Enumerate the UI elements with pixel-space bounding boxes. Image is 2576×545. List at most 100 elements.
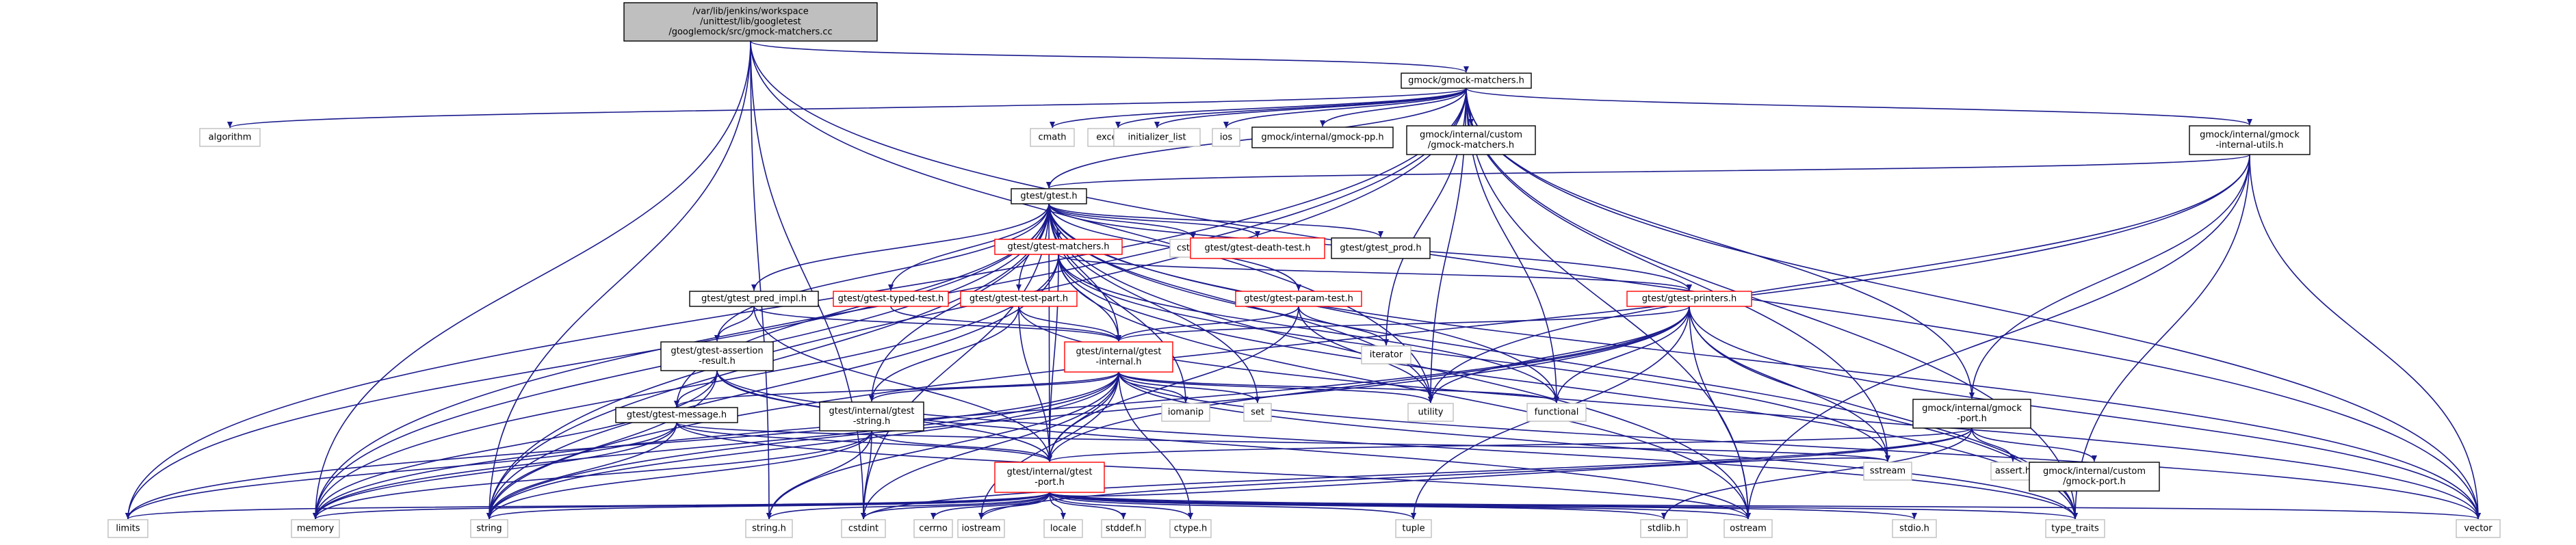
node-gtest-typed[interactable]: gtest/gtest-typed-test.h <box>833 291 949 307</box>
node-label-line: -string.h <box>853 416 890 427</box>
edge-gtest_assertion-to-memory <box>313 370 718 520</box>
node-label-line: gmock/internal/gmock <box>2200 130 2300 140</box>
node-gtest-string[interactable]: gtest/internal/gtest-string.h <box>819 401 924 431</box>
node-algorithm[interactable]: algorithm <box>199 128 261 147</box>
node-stdio[interactable]: stdio.h <box>1892 519 1937 538</box>
node-label-line: sstream <box>1870 466 1905 477</box>
node-iterator[interactable]: iterator <box>1361 345 1411 364</box>
node-label-line: limits <box>116 524 140 534</box>
edge-gtest_string-to-gtest_port <box>871 430 1052 462</box>
node-gmock-port[interactable]: gmock/internal/gmock-port.h <box>1912 399 2031 429</box>
edge-gmock_internal_utils-to-ostream <box>1745 154 2250 520</box>
edge-gmock_matchers-to-cmath <box>1050 88 1467 129</box>
node-gtest[interactable]: gtest/gtest.h <box>1011 188 1087 204</box>
node-root[interactable]: /var/lib/jenkins/workspace/unittest/lib/… <box>623 2 878 42</box>
node-box <box>957 519 1005 538</box>
edge-gtest_string-to-memory <box>313 430 872 520</box>
node-ios[interactable]: ios <box>1212 128 1240 147</box>
edge-gtest_assertion-to-type_traits <box>716 370 2078 520</box>
node-label-line: iostream <box>961 524 1000 534</box>
node-ctype[interactable]: ctype.h <box>1169 519 1212 538</box>
edge-gtest-to-cstddef <box>1048 203 1196 239</box>
node-box <box>1190 237 1325 259</box>
node-functional[interactable]: functional <box>1526 403 1587 422</box>
node-gtest-assertion[interactable]: gtest/gtest-assertion-result.h <box>660 341 774 371</box>
node-box <box>470 519 508 538</box>
node-vector[interactable]: vector <box>2456 519 2501 538</box>
node-cstdint[interactable]: cstdint <box>841 519 886 538</box>
node-label-line: gtest/gtest-death-test.h <box>1204 243 1310 254</box>
node-box <box>819 401 924 431</box>
edge-gtest_printers-to-gtest_internal <box>1116 306 1690 342</box>
node-ostream[interactable]: ostream <box>1723 519 1773 538</box>
node-gtest-death[interactable]: gtest/gtest-death-test.h <box>1190 237 1325 259</box>
node-label-line: iterator <box>1370 350 1403 360</box>
node-gtest-printers[interactable]: gtest/gtest-printers.h <box>1626 291 1752 307</box>
node-box <box>660 341 774 371</box>
node-label-line: locale <box>1050 524 1076 534</box>
node-string[interactable]: string <box>470 519 508 538</box>
edge-gtest_test_part-to-vector <box>1018 306 2481 520</box>
edge-gmock_matchers-to-gmock_internal_utils <box>1466 88 2252 126</box>
edge-gtest_printers-to-gtest_port <box>1047 306 1690 462</box>
node-label-line: ios <box>1220 133 1233 143</box>
node-box <box>1243 403 1272 422</box>
node-initializer-list[interactable]: initializer_list <box>1113 128 1201 147</box>
node-label-line: gtest/internal/gtest <box>829 406 914 416</box>
edge-gtest_printers-to-functional <box>1554 306 1690 403</box>
edge-gtest_internal-to-cstdint <box>861 371 1119 520</box>
node-memory[interactable]: memory <box>291 519 340 538</box>
node-cmath[interactable]: cmath <box>1030 128 1075 147</box>
node-set[interactable]: set <box>1243 403 1272 422</box>
node-stddef[interactable]: stddef.h <box>1101 519 1146 538</box>
node-label-line: gtest/gtest-printers.h <box>1642 294 1737 304</box>
node-box <box>689 291 819 307</box>
edge-gtest_port-to-limits <box>125 492 1050 520</box>
edge-gtest_port-to-locale <box>1049 492 1066 520</box>
node-string-h[interactable]: string.h <box>745 519 793 538</box>
edge-gtest_param-to-gtest_internal <box>1116 306 1299 342</box>
edge-gtest-to-gtest_typed <box>888 203 1050 291</box>
node-assert[interactable]: assert.h <box>1990 462 2035 481</box>
node-gtest-pred-impl[interactable]: gtest/gtest_pred_impl.h <box>689 291 819 307</box>
edge-gtest_matchers-to-functional <box>1058 254 1559 403</box>
node-locale[interactable]: locale <box>1043 519 1083 538</box>
node-gtest-prod[interactable]: gtest/gtest_prod.h <box>1331 237 1431 259</box>
node-type-traits[interactable]: type_traits <box>2045 519 2105 538</box>
edge-gtest_pred_impl-to-gtest_assertion <box>714 306 755 342</box>
edge-gtest_test_part-to-gtest_internal <box>1018 306 1121 342</box>
node-box <box>1030 128 1075 147</box>
node-label-line: /gmock-port.h <box>2063 477 2126 487</box>
node-gmock-custom-matchers[interactable]: gmock/internal/custom/gmock-matchers.h <box>1406 125 1536 155</box>
node-gmock-custom-port[interactable]: gmock/internal/custom/gmock-port.h <box>2029 462 2160 492</box>
node-gtest-internal[interactable]: gtest/internal/gtest-internal.h <box>1064 341 1173 373</box>
node-label-line: gtest/gtest.h <box>1020 191 1077 202</box>
node-label-line: gtest/gtest-typed-test.h <box>838 294 944 304</box>
node-gmock-pp[interactable]: gmock/internal/gmock-pp.h <box>1251 127 1394 148</box>
node-label-line: gmock/internal/custom <box>2043 466 2146 477</box>
node-label-line: gtest/gtest_pred_impl.h <box>701 294 807 304</box>
node-gtest-test-part[interactable]: gtest/gtest-test-part.h <box>960 291 1078 307</box>
edge-gtest_port-to-string_h <box>766 492 1050 520</box>
node-tuple[interactable]: tuple <box>1395 519 1432 538</box>
node-gtest-param[interactable]: gtest/gtest-param-test.h <box>1235 291 1362 307</box>
node-limits[interactable]: limits <box>107 519 148 538</box>
node-sstream[interactable]: sstream <box>1863 462 1912 481</box>
node-gtest-matchers[interactable]: gtest/gtest-matchers.h <box>994 239 1123 255</box>
edge-gtest_matchers-to-type_traits <box>1058 254 2078 520</box>
node-stdlib[interactable]: stdlib.h <box>1640 519 1688 538</box>
node-label-line: gtest/gtest_prod.h <box>1340 243 1421 254</box>
node-label-line: gmock/gmock-matchers.h <box>1408 76 1524 86</box>
edge-gtest_string-to-string <box>486 430 872 520</box>
node-gtest-port[interactable]: gtest/internal/gtest-port.h <box>994 462 1105 493</box>
node-utility[interactable]: utility <box>1407 403 1454 422</box>
node-iostream[interactable]: iostream <box>957 519 1005 538</box>
node-gmock-internal-utils[interactable]: gmock/internal/gmock-internal-utils.h <box>2189 125 2311 155</box>
edge-gtest_pred_impl-to-gtest_internal <box>753 306 1121 342</box>
node-gmock-matchers[interactable]: gmock/gmock-matchers.h <box>1401 72 1532 89</box>
node-label-line: -port.h <box>1035 477 1065 488</box>
node-gtest-message[interactable]: gtest/gtest-message.h <box>615 407 738 423</box>
node-iomanip[interactable]: iomanip <box>1161 403 1210 422</box>
node-cerrno[interactable]: cerrno <box>913 519 953 538</box>
edge-gtest_assertion-to-ostream <box>716 370 1751 520</box>
